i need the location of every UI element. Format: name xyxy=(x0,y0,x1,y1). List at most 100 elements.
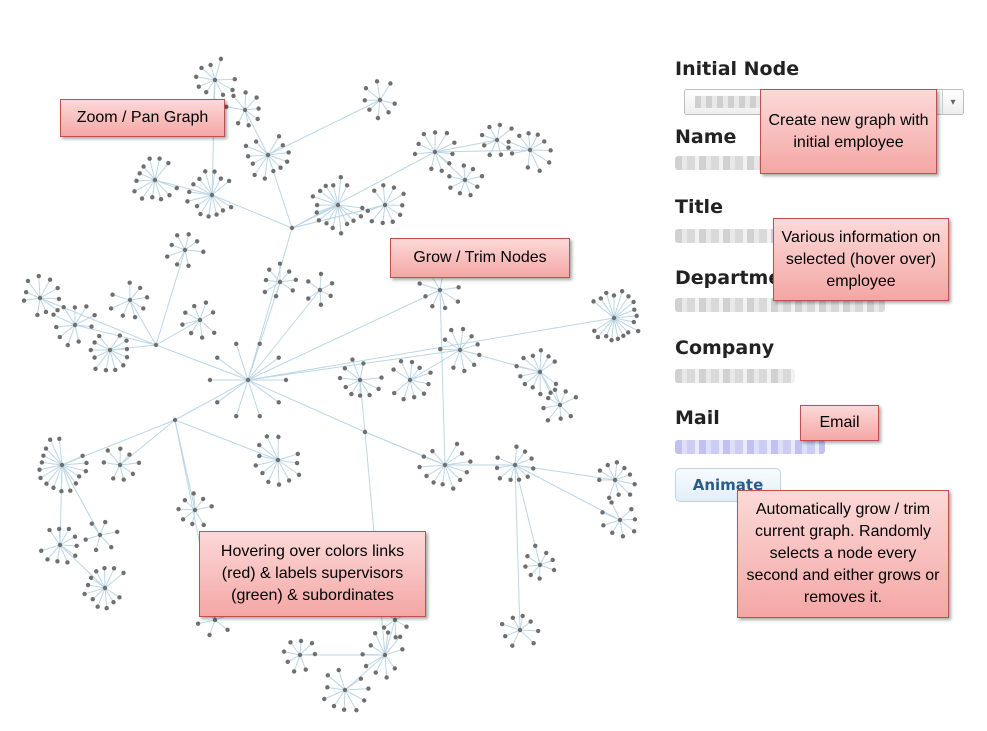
graph-node[interactable] xyxy=(499,621,505,627)
graph-node[interactable] xyxy=(209,504,214,509)
graph-node[interactable] xyxy=(212,77,218,83)
graph-node[interactable] xyxy=(250,161,256,166)
graph-node[interactable] xyxy=(94,569,99,574)
graph-node[interactable] xyxy=(187,189,192,195)
graph-node[interactable] xyxy=(107,347,113,353)
graph-node[interactable] xyxy=(631,299,636,305)
graph-node[interactable] xyxy=(314,202,320,208)
graph-node[interactable] xyxy=(172,417,178,423)
graph-node[interactable] xyxy=(73,481,79,486)
graph-node[interactable] xyxy=(479,174,485,179)
graph-node[interactable] xyxy=(296,472,302,478)
graph-node[interactable] xyxy=(65,560,70,565)
graph-node[interactable] xyxy=(456,285,461,290)
graph-node[interactable] xyxy=(97,333,102,339)
graph-node[interactable] xyxy=(127,280,132,285)
graph-node[interactable] xyxy=(528,619,533,624)
graph-node[interactable] xyxy=(176,506,181,512)
graph-node[interactable] xyxy=(400,203,405,208)
graph-node[interactable] xyxy=(548,390,553,395)
graph-node[interactable] xyxy=(74,543,79,549)
graph-node[interactable] xyxy=(121,363,126,368)
graph-node[interactable] xyxy=(376,386,381,392)
graph-node[interactable] xyxy=(316,218,322,223)
graph-node[interactable] xyxy=(21,298,27,303)
graph-node[interactable] xyxy=(306,279,311,284)
graph-node[interactable] xyxy=(609,337,614,343)
graph-node[interactable] xyxy=(35,312,40,318)
graph-node[interactable] xyxy=(384,675,389,680)
graph-node[interactable] xyxy=(344,183,350,188)
graph-node[interactable] xyxy=(192,303,197,309)
graph-node[interactable] xyxy=(36,273,41,279)
graph-node[interactable] xyxy=(510,615,516,621)
graph-node[interactable] xyxy=(218,56,224,62)
graph-node[interactable] xyxy=(25,278,31,284)
graph-node[interactable] xyxy=(277,261,283,266)
graph-node[interactable] xyxy=(194,239,200,244)
graph-node[interactable] xyxy=(286,478,292,483)
graph-node[interactable] xyxy=(43,446,49,451)
graph-node[interactable] xyxy=(165,254,170,259)
graph-node[interactable] xyxy=(297,652,303,658)
graph-node[interactable] xyxy=(47,527,52,533)
graph-node[interactable] xyxy=(380,220,385,226)
graph-node[interactable] xyxy=(328,293,333,299)
graph-node[interactable] xyxy=(314,210,319,215)
graph-node[interactable] xyxy=(430,448,435,454)
graph-node[interactable] xyxy=(407,377,413,383)
graph-node[interactable] xyxy=(357,393,363,398)
graph-node[interactable] xyxy=(277,279,283,285)
graph-node[interactable] xyxy=(447,174,452,179)
graph-node[interactable] xyxy=(390,219,395,224)
graph-node[interactable] xyxy=(324,221,329,226)
graph-node[interactable] xyxy=(88,347,93,353)
graph-node[interactable] xyxy=(464,470,470,475)
graph-node[interactable] xyxy=(421,131,427,137)
graph-node[interactable] xyxy=(207,632,212,638)
graph-node[interactable] xyxy=(631,319,636,325)
graph-node[interactable] xyxy=(358,214,364,219)
graph-node[interactable] xyxy=(377,97,383,103)
graph-node[interactable] xyxy=(323,183,328,189)
graph-node[interactable] xyxy=(167,193,172,198)
graph-node[interactable] xyxy=(97,532,103,538)
graph-node[interactable] xyxy=(243,143,249,149)
graph-node[interactable] xyxy=(101,460,107,465)
graph-node[interactable] xyxy=(401,397,406,402)
graph-node[interactable] xyxy=(530,353,536,359)
graph-node[interactable] xyxy=(391,367,396,372)
graph-node[interactable] xyxy=(372,188,377,193)
graph-node[interactable] xyxy=(432,130,438,135)
graph-node[interactable] xyxy=(632,482,637,487)
graph-node[interactable] xyxy=(335,202,341,208)
graph-node[interactable] xyxy=(393,635,398,640)
graph-node[interactable] xyxy=(260,470,265,476)
graph-node[interactable] xyxy=(537,369,543,375)
graph-node[interactable] xyxy=(411,395,417,400)
graph-node[interactable] xyxy=(220,208,226,213)
graph-node[interactable] xyxy=(610,530,615,536)
graph-node[interactable] xyxy=(635,328,641,334)
graph-node[interactable] xyxy=(276,134,282,139)
graph-node[interactable] xyxy=(417,281,422,286)
graph-node[interactable] xyxy=(592,328,597,333)
graph-node[interactable] xyxy=(37,467,42,472)
graph-node[interactable] xyxy=(487,152,492,158)
graph-node[interactable] xyxy=(84,304,89,309)
graph-node[interactable] xyxy=(197,317,203,323)
graph-node[interactable] xyxy=(124,346,130,352)
graph-node[interactable] xyxy=(606,495,612,501)
graph-node[interactable] xyxy=(329,281,335,286)
graph-node[interactable] xyxy=(235,120,241,126)
graph-node[interactable] xyxy=(604,333,609,339)
graph-node[interactable] xyxy=(127,452,132,457)
graph-node[interactable] xyxy=(475,342,480,347)
graph-node[interactable] xyxy=(257,442,262,448)
graph-node[interactable] xyxy=(481,143,487,148)
graph-node[interactable] xyxy=(44,481,49,486)
graph-node[interactable] xyxy=(523,564,528,569)
graph-node[interactable] xyxy=(450,151,455,157)
graph-node[interactable] xyxy=(72,322,78,328)
graph-node[interactable] xyxy=(111,476,116,481)
